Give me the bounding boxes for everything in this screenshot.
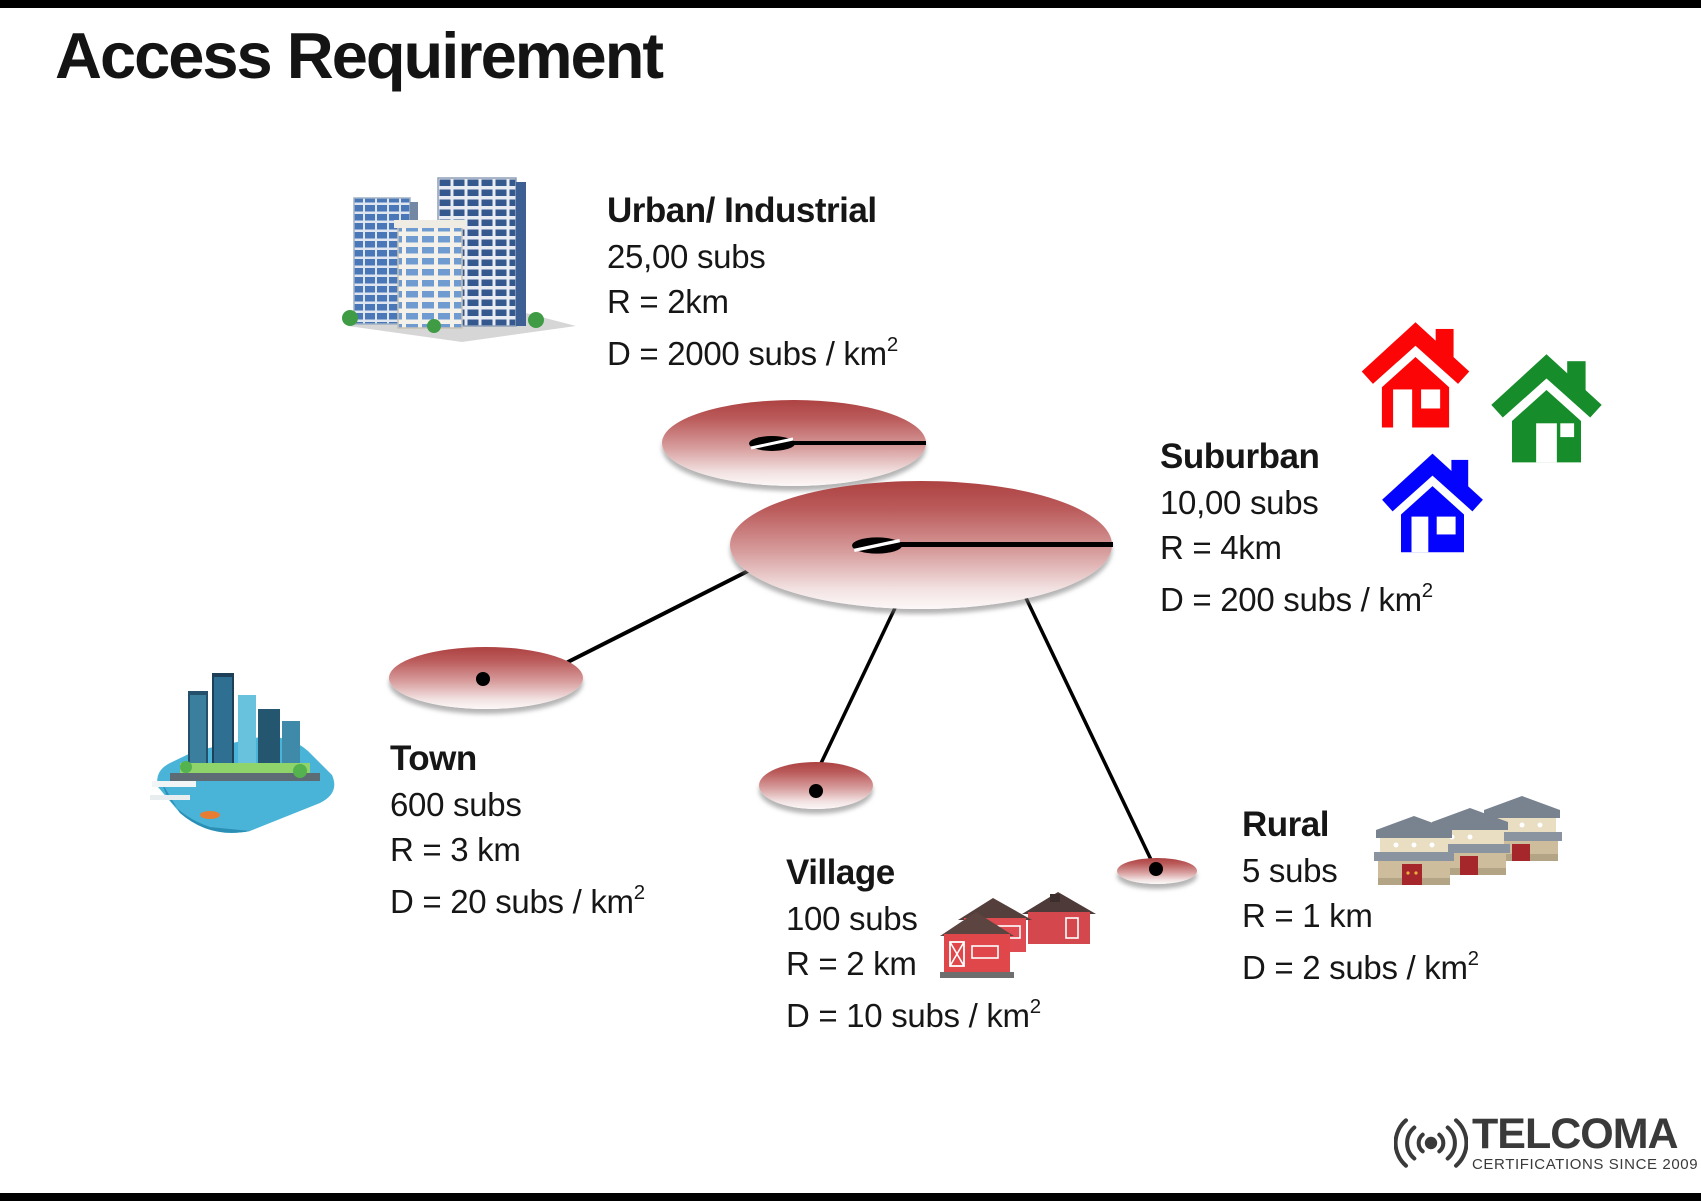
top-border-bar <box>0 0 1701 8</box>
telcoma-logo: TELCOMA CERTIFICATIONS SINCE 2009 <box>1394 1112 1698 1174</box>
zone-subs: 600 subs <box>390 786 522 823</box>
zone-name: Town <box>390 739 477 778</box>
village-barns-illustration <box>940 892 1096 978</box>
zone-subs: 5 subs <box>1242 852 1338 889</box>
page-title: Access Requirement <box>55 19 664 92</box>
red-house-icon <box>1361 322 1470 428</box>
urban-buildings-illustration <box>342 177 576 342</box>
village-label: Village 100 subs R = 2 km D = 10 subs / … <box>786 850 1041 1038</box>
zone-radius: R = 1 km <box>1242 897 1373 934</box>
logo-brand-text: TELCOMA <box>1472 1110 1679 1158</box>
zone-name: Village <box>786 853 895 892</box>
urban-label: Urban/ Industrial 25,00 subs R = 2km D =… <box>607 188 898 376</box>
line-hub-to-town <box>555 568 751 670</box>
zone-subs: 25,00 subs <box>607 238 766 275</box>
zone-name: Urban/ Industrial <box>607 191 877 230</box>
bottom-border-bar <box>0 1193 1701 1201</box>
zone-subs: 10,00 subs <box>1160 484 1319 521</box>
suburban-radius-line <box>875 542 1113 547</box>
zone-radius: R = 4km <box>1160 529 1282 566</box>
line-hub-to-rural <box>1024 597 1157 869</box>
urban-radius-line <box>771 441 926 445</box>
zone-density: D = 10 subs / km2 <box>786 995 1041 1034</box>
zone-density: D = 2 subs / km2 <box>1242 947 1479 986</box>
zone-name: Rural <box>1242 805 1329 844</box>
zone-density: D = 2000 subs / km2 <box>607 333 898 372</box>
zone-density: D = 200 subs / km2 <box>1160 579 1433 618</box>
line-hub-to-village <box>812 607 897 779</box>
blue-house-icon <box>1382 453 1483 553</box>
antenna-icon <box>749 436 795 451</box>
rural-houses-illustration <box>1374 796 1562 885</box>
radio-signal-icon <box>1394 1118 1468 1168</box>
town-label: Town 600 subs R = 3 km D = 20 subs / km2 <box>390 736 645 924</box>
zone-radius: R = 2km <box>607 283 729 320</box>
logo-tagline: CERTIFICATIONS SINCE 2009 <box>1472 1156 1699 1173</box>
rural-center-dot <box>1149 862 1163 876</box>
antenna-icon <box>852 537 902 554</box>
zone-radius: R = 3 km <box>390 831 521 868</box>
zone-radius: R = 2 km <box>786 945 917 982</box>
town-center-dot <box>476 672 490 686</box>
zone-subs: 100 subs <box>786 900 918 937</box>
zone-name: Suburban <box>1160 437 1320 476</box>
rural-label: Rural 5 subs R = 1 km D = 2 subs / km2 <box>1242 802 1479 990</box>
village-center-dot <box>809 784 823 798</box>
green-house-icon <box>1491 354 1602 463</box>
suburban-label: Suburban 10,00 subs R = 4km D = 200 subs… <box>1160 434 1433 622</box>
zone-density: D = 20 subs / km2 <box>390 881 645 920</box>
town-city-illustration <box>150 673 335 833</box>
